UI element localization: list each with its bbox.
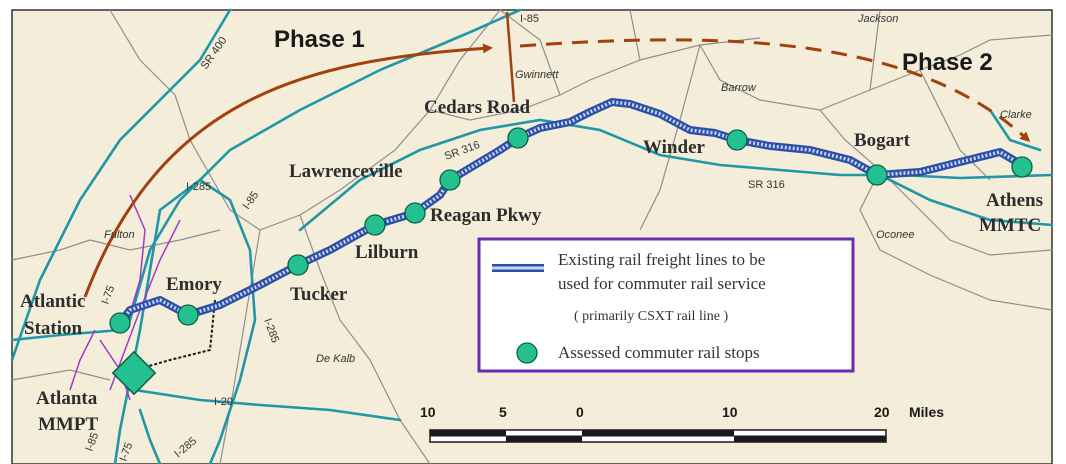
stop-marker-athens-mmtc [1011, 156, 1033, 178]
county-label-gwinnett: Gwinnett [515, 69, 559, 81]
county-label-oconee: Oconee [876, 229, 915, 241]
commuter-rail-line-inner [118, 100, 1023, 325]
stop-label-cedars-road: Cedars Road [424, 97, 531, 118]
hub-label-atlanta-mmpt: Atlanta MMPT [36, 388, 102, 435]
stop-marker-atlantic-station [109, 312, 131, 334]
map-land [11, 9, 1053, 464]
county-label-fulton: Fulton [104, 229, 135, 241]
legend-rail-text: Existing rail freight lines to be used f… [558, 250, 770, 293]
stop-label-emory: Emory [166, 274, 222, 295]
phase-1-arrow [83, 43, 493, 298]
stop-label-tucker: Tucker [290, 284, 348, 305]
stop-label-athens-mmtc: Athens MMTC [979, 190, 1048, 236]
stop-marker-lilburn [364, 214, 386, 236]
stop-label-lawrenceville: Lawrenceville [289, 161, 403, 182]
county-label-dekalb: De Kalb [316, 353, 355, 365]
secondary-rail-line [134, 299, 216, 371]
road-label-i285-a: I-285 [186, 181, 211, 193]
road-label-i85-top: I-85 [520, 13, 539, 25]
scale-label-10-right: 10 [722, 404, 738, 420]
scale-label-20: 20 [874, 404, 890, 420]
scale-label-0: 0 [576, 404, 584, 420]
county-label-jackson: Jackson [857, 13, 898, 25]
phase-2-arrow [519, 38, 1031, 143]
phase-1-label: Phase 1 [274, 26, 365, 53]
atlanta-mmpt-marker [111, 350, 157, 396]
scale-bar [429, 429, 887, 443]
stop-marker-reagan-pkwy [404, 202, 426, 224]
scale-label-5: 5 [499, 404, 507, 420]
rail-stops [109, 127, 1033, 334]
legend-stop-text: Assessed commuter rail stops [558, 343, 760, 362]
scale-label-10-left: 10 [420, 404, 436, 420]
county-label-barrow: Barrow [721, 82, 757, 94]
scale-unit-label: Miles [909, 404, 944, 420]
phase-2-label: Phase 2 [902, 49, 993, 76]
stop-label-reagan-pkwy: Reagan Pkwy [430, 205, 542, 226]
stop-marker-tucker [287, 254, 309, 276]
county-label-clarke: Clarke [1000, 109, 1032, 121]
stop-label-winder: Winder [643, 137, 706, 158]
stop-marker-cedars-road [507, 127, 529, 149]
stop-marker-lawrenceville [439, 169, 461, 191]
legend-stop-swatch [516, 342, 538, 364]
stop-label-bogart: Bogart [854, 130, 911, 151]
legend-rail-swatch-inner [492, 266, 544, 270]
phase-divider-line [505, 11, 516, 103]
road-label-i20: I-20 [214, 396, 233, 408]
stop-marker-winder [726, 129, 748, 151]
road-label-sr316-b: SR 316 [748, 179, 785, 191]
stop-label-atlantic-station: Atlantic Station [20, 291, 90, 339]
stop-marker-bogart [866, 164, 888, 186]
legend-box [477, 237, 855, 373]
stop-label-lilburn: Lilburn [355, 242, 419, 263]
legend-rail-subtext: ( primarily CSXT rail line ) [574, 309, 728, 324]
stop-marker-emory [177, 304, 199, 326]
